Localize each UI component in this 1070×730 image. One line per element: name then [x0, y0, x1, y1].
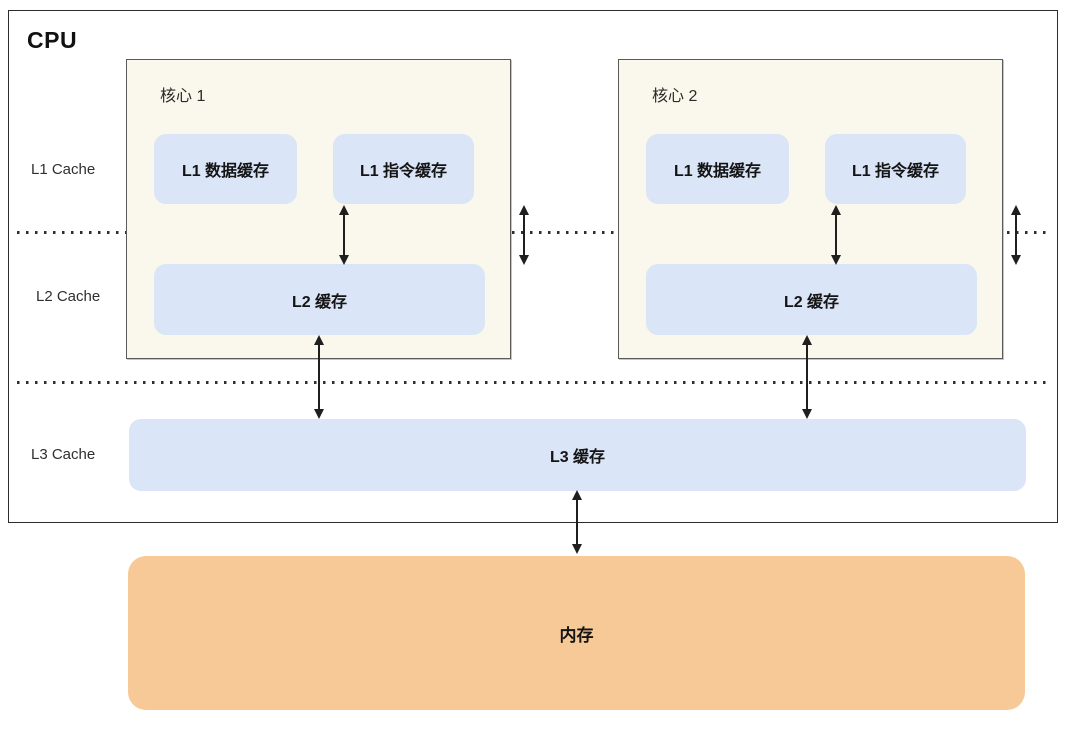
core-2-l2-cache-box: L2 缓存 — [646, 264, 977, 335]
arrow-line — [343, 210, 345, 260]
arrowhead-down-icon — [572, 544, 582, 554]
core-2-l2-l3-arrow — [801, 335, 813, 419]
arrow-line — [835, 210, 837, 260]
core-1-l1-instruction-cache-box: L1 指令缓存 — [333, 134, 474, 204]
arrow-line — [1015, 210, 1017, 260]
arrowhead-down-icon — [1011, 255, 1021, 265]
arrowhead-down-icon — [314, 409, 324, 419]
core-2-l1-data-l2-arrow — [830, 205, 842, 265]
l1-l2-divider-dotted-line — [17, 231, 1049, 234]
level-label-l1-cache: L1 Cache — [31, 161, 96, 178]
level-label-l2-cache: L2 Cache — [36, 288, 101, 305]
l2-l3-divider-dotted-line — [17, 381, 1049, 384]
core-1-l1-data-l2-arrow — [338, 205, 350, 265]
arrowhead-down-icon — [802, 409, 812, 419]
core-1-label: 核心 1 — [160, 88, 206, 105]
core-2-l1-data-cache-box: L1 数据缓存 — [646, 134, 789, 204]
level-label-l3-cache: L3 Cache — [31, 446, 96, 463]
memory-box: 内存 — [128, 556, 1025, 710]
arrow-line — [806, 340, 808, 414]
core-1-l2-cache-box: L2 缓存 — [154, 264, 485, 335]
arrowhead-down-icon — [339, 255, 349, 265]
core-2-label: 核心 2 — [652, 88, 698, 105]
core-1-l2-l3-arrow — [313, 335, 325, 419]
core-2-l1-instr-l2-arrow — [1010, 205, 1022, 265]
arrowhead-down-icon — [831, 255, 841, 265]
arrow-line — [576, 495, 578, 549]
arrow-line — [523, 210, 525, 260]
core-2-l1-instruction-cache-box: L1 指令缓存 — [825, 134, 966, 204]
core-1-l1-data-cache-box: L1 数据缓存 — [154, 134, 297, 204]
l3-memory-arrow — [571, 490, 583, 554]
cpu-container: CPU L1 Cache L2 Cache L3 Cache 核心 1 L1 数… — [8, 10, 1058, 523]
arrow-line — [318, 340, 320, 414]
l3-cache-box: L3 缓存 — [129, 419, 1026, 491]
cpu-title: CPU — [27, 27, 78, 53]
core-1-box: 核心 1 L1 数据缓存 L1 指令缓存 L2 缓存 — [126, 59, 529, 359]
core-2-box: 核心 2 L1 数据缓存 L1 指令缓存 L2 缓存 — [618, 59, 1021, 359]
core-1-l1-instr-l2-arrow — [518, 205, 530, 265]
arrowhead-down-icon — [519, 255, 529, 265]
